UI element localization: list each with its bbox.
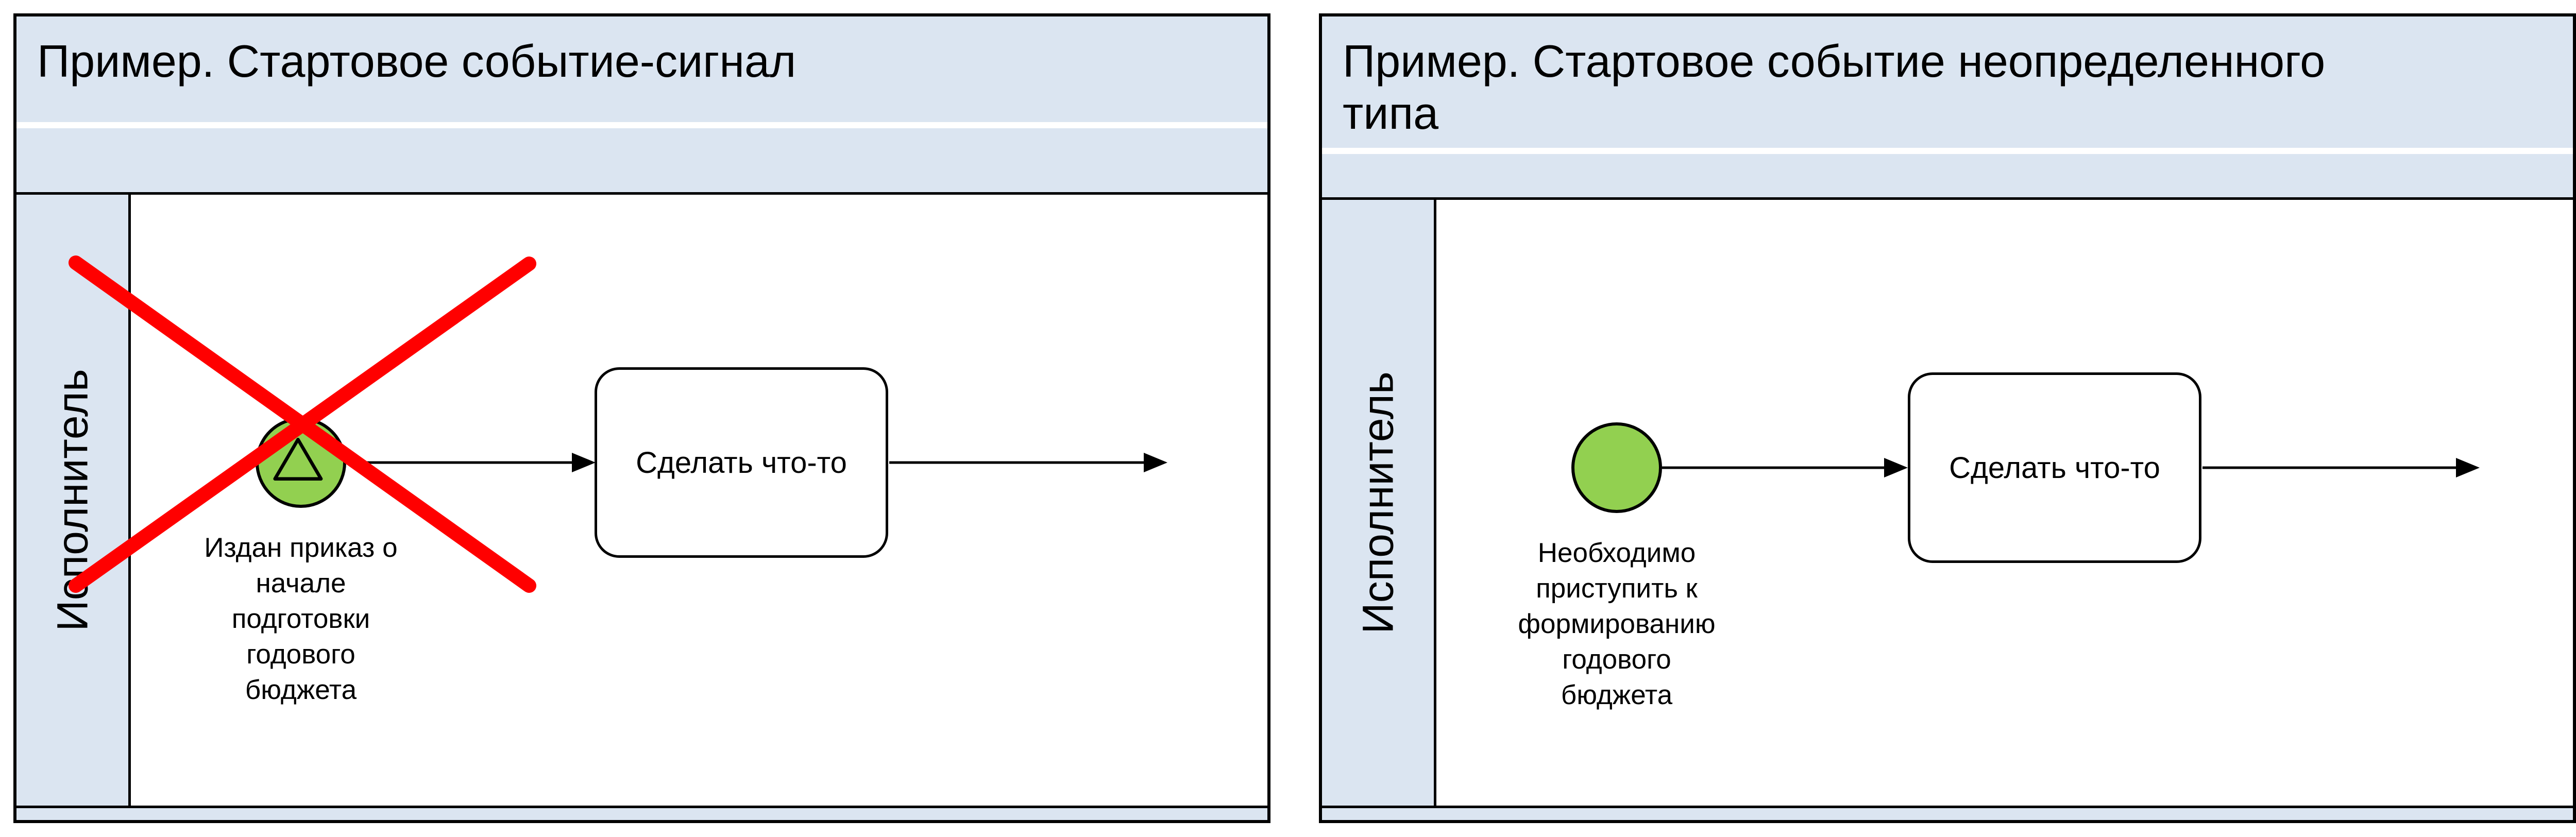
pool-body: Исполнитель Необходимо приступить к форм… — [1322, 197, 2573, 806]
diagram-canvas: Необходимо приступить к формированию год… — [1436, 200, 2573, 806]
task-label: Сделать что-то — [1949, 451, 2160, 485]
task-label: Сделать что-то — [636, 446, 847, 480]
panel-title: Пример. Стартовое событие-сигнал — [16, 16, 1267, 122]
lane-executor: Исполнитель — [1322, 200, 1436, 806]
event-label: Издан приказ о начале подготовки годовог… — [204, 533, 398, 705]
example-panel-signal-start: Пример. Стартовое событие-сигнал Исполни… — [13, 13, 1270, 823]
panel-title-text: Пример. Стартовое событие неопределенног… — [1343, 36, 2326, 139]
pool-footer-band — [1322, 806, 2573, 820]
panel-title: Пример. Стартовое событие неопределенног… — [1322, 16, 2573, 148]
example-panel-untyped-start: Пример. Стартовое событие неопределенног… — [1319, 13, 2576, 823]
event-label: Необходимо приступить к формированию год… — [1518, 538, 1716, 710]
pool-header-band — [16, 128, 1267, 192]
pool-footer-band — [16, 806, 1267, 820]
lane-executor: Исполнитель — [16, 195, 131, 806]
signal-start-event[interactable] — [256, 417, 346, 508]
task-shape[interactable]: Сделать что-то — [1908, 372, 2201, 563]
lane-label: Исполнитель — [48, 369, 96, 631]
lane-label: Исполнитель — [1353, 371, 1402, 634]
signal-triangle-icon — [273, 438, 323, 481]
pool-header-band — [1322, 154, 2573, 197]
panel-title-text: Пример. Стартовое событие-сигнал — [37, 36, 796, 87]
untyped-start-event[interactable] — [1571, 422, 1662, 513]
diagram-canvas: Издан приказ о начале подготовки годовог… — [131, 195, 1267, 806]
task-shape[interactable]: Сделать что-то — [595, 367, 888, 558]
pool-body: Исполнитель Издан приказ о начале подгот… — [16, 192, 1267, 806]
